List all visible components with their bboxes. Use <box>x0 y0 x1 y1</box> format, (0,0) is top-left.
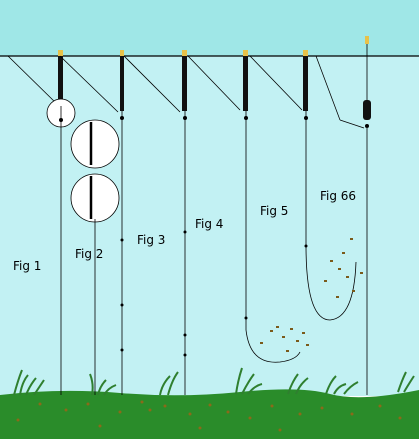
float-body <box>243 56 248 111</box>
fig-4-label: Fig 4 <box>195 217 223 231</box>
split-shot <box>183 116 187 120</box>
float-body <box>363 100 371 120</box>
rod-line <box>7 55 59 106</box>
split-shot <box>120 348 124 352</box>
float-body <box>182 56 187 111</box>
split-shot <box>183 333 187 337</box>
split-shot <box>244 116 248 120</box>
split-shot <box>244 316 248 320</box>
fig-2-label: Fig 2 <box>75 247 103 261</box>
rod-line <box>123 55 181 113</box>
split-shot <box>304 116 308 120</box>
rod-line <box>59 55 119 113</box>
rig-fig1 <box>7 50 76 395</box>
detail-circle-lower <box>70 173 120 223</box>
float-body <box>303 56 308 111</box>
rod-line <box>315 55 341 121</box>
fig-3-label: Fig 3 <box>137 233 165 247</box>
fig-1-label: Fig 1 <box>13 259 41 273</box>
rig-fig6 <box>249 50 357 321</box>
bed-pebbles <box>16 400 402 432</box>
rig-fig4 <box>123 50 187 395</box>
weed-clumps <box>13 367 415 396</box>
float-body <box>58 56 63 106</box>
rod-line <box>249 55 303 111</box>
float-tip <box>243 50 248 56</box>
split-shot <box>365 124 369 128</box>
float-tip <box>303 50 308 56</box>
rig-fig5 <box>187 50 301 363</box>
split-shot <box>183 230 187 234</box>
rod-line-kink <box>339 119 365 129</box>
rig-line <box>305 111 357 321</box>
split-shot <box>120 116 124 120</box>
split-shot <box>59 118 63 122</box>
float-body <box>120 56 124 111</box>
float-tip <box>58 50 63 56</box>
float-tip <box>182 50 187 56</box>
fig-6-label: Fig 66 <box>320 189 356 203</box>
float-tip <box>120 50 124 56</box>
sky-band <box>0 0 419 56</box>
detail-circle-upper <box>70 119 120 169</box>
rig-fig2 <box>59 50 124 395</box>
split-shot <box>120 303 124 307</box>
rig-line <box>245 111 301 363</box>
rig-far-right <box>315 36 371 395</box>
fig-5-label: Fig 5 <box>260 204 288 218</box>
loose-feed <box>260 238 363 352</box>
split-shot <box>183 353 187 357</box>
split-shot <box>120 238 124 242</box>
split-shot <box>304 244 308 248</box>
float-tip <box>365 36 369 44</box>
lake-bed <box>0 389 419 439</box>
rod-line <box>187 55 241 111</box>
